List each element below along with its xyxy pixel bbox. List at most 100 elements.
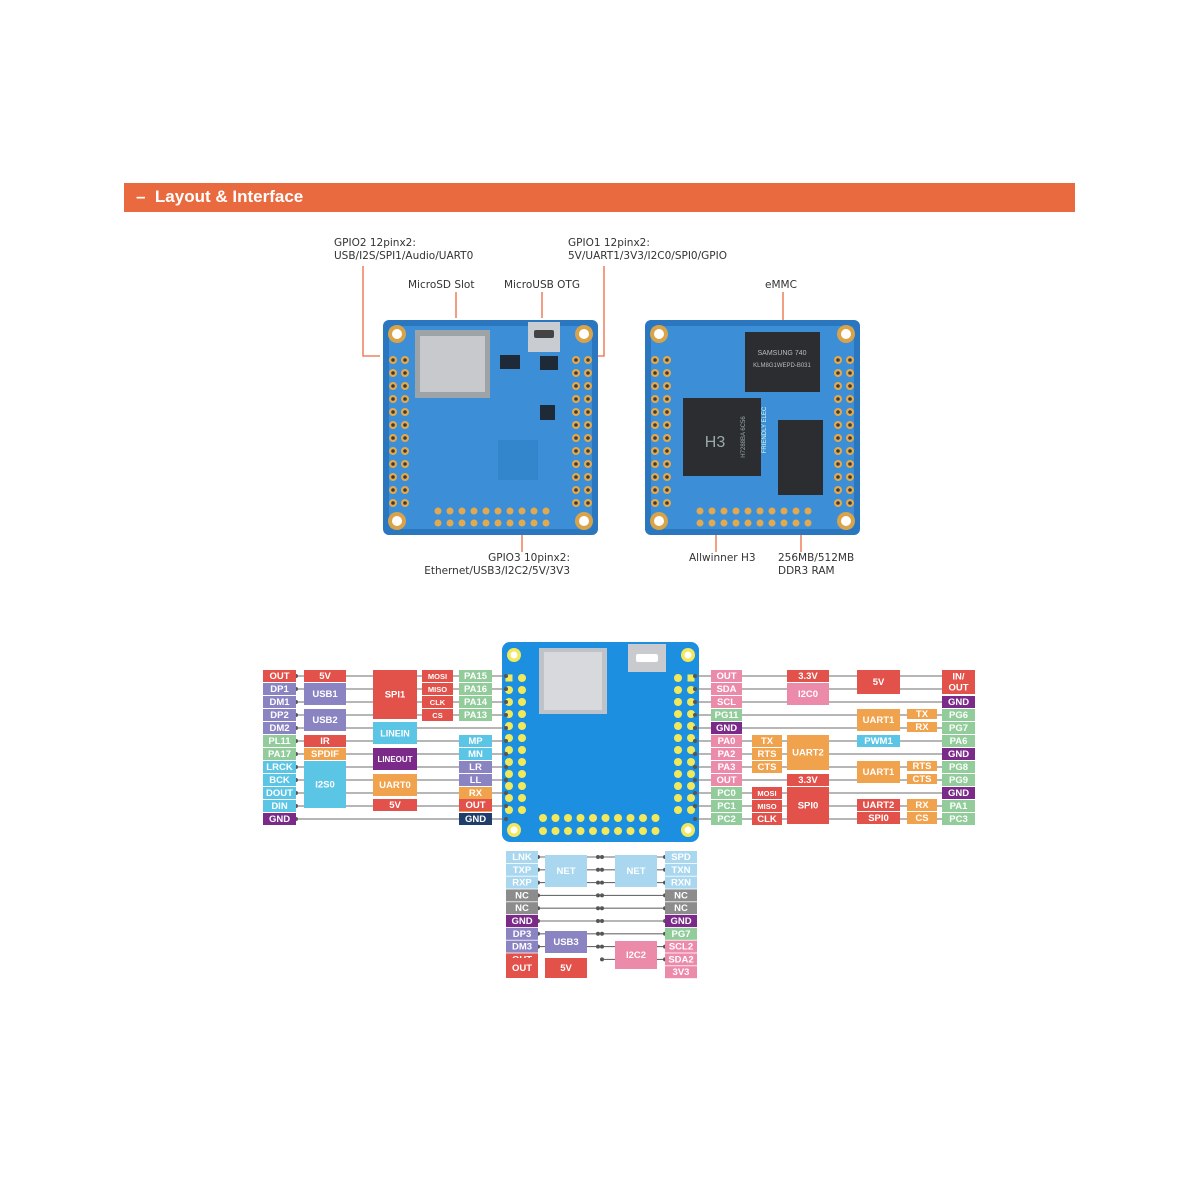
bottom-left-nc-3: NC [506, 889, 538, 902]
callout-gpio2: GPIO2 12pinx2:USB/I2S/SPI1/Audio/UART0 [334, 237, 474, 262]
left-pin-dp2-3: DP2 [263, 709, 296, 721]
right-edge-pa6-5: PA6 [942, 735, 975, 747]
left-pin-dm2-4: DM2 [263, 722, 296, 734]
left-pin-bck-8: BCK [263, 774, 296, 786]
bottom-left-lnk-0-label: LNK [512, 852, 532, 863]
emmc-chip [745, 332, 820, 392]
svg-text:IN/: IN/ [952, 672, 965, 683]
left-pin-pl11-5: PL11 [263, 735, 296, 747]
spi1-clk-label: CLK [430, 698, 446, 707]
right-in-out: IN/OUT [942, 670, 975, 694]
h3-soc-text: H3 [705, 434, 726, 451]
usb2-group-label: USB2 [312, 715, 337, 726]
right-mid-cts-7-label: CTS [758, 762, 777, 773]
uart1-group-a-label: UART1 [863, 715, 895, 726]
left-pin-dout-9-label: DOUT [266, 788, 293, 799]
emmc-chip-text-1: SAMSUNG 740 [757, 350, 806, 357]
usb1-group-label: USB1 [312, 689, 338, 700]
spi1-port-pa13: PA13 [459, 709, 492, 721]
left-right-mn-6-label: MN [468, 749, 483, 760]
left-fn-spdif-6-label: SPDIF [311, 749, 339, 760]
uart1-group-b-label: UART1 [863, 767, 895, 778]
usb3-group: USB3 [545, 931, 587, 953]
bottom-right-pg7-6: PG7 [665, 927, 697, 940]
bottom-right-3v3-9-label: 3V3 [673, 967, 690, 978]
net-group-left: NET [545, 855, 587, 887]
left-pin-gnd-11-label: GND [269, 814, 290, 825]
uart0-group: UART0 [373, 774, 417, 796]
brand-text: FRIENDLY ELEC [762, 406, 768, 453]
board-front-photo [383, 320, 598, 535]
linein-group: LINEIN [373, 722, 417, 744]
right-pin-pa0-5-label: PA0 [718, 736, 736, 747]
i2s0-group-label: I2S0 [315, 780, 335, 791]
spi0-group: SPI0 [787, 787, 829, 824]
bottom-right-pg7-6-label: PG7 [671, 929, 690, 940]
right-pin-pa3-7: PA3 [711, 761, 742, 773]
left-pin-pl11-5-label: PL11 [268, 736, 291, 747]
bottom-right-scl2-7-label: SCL2 [669, 942, 693, 953]
svg-text:OUT: OUT [948, 683, 968, 694]
left-right-gnd-11-label: GND [465, 814, 486, 825]
right-mid-mosi-9-label: MOSI [757, 789, 776, 798]
left-pin-pa17-6-label: PA17 [268, 749, 291, 760]
spi1-miso-label: MISO [428, 685, 447, 694]
right-3v3-8: 3.3V [787, 774, 829, 786]
spi1-miso: MISO [422, 683, 453, 695]
right-edge-pg6-3-label: PG6 [949, 710, 968, 721]
right-pin-out-8: OUT [711, 774, 742, 786]
right-pin-out-8-label: OUT [716, 775, 736, 786]
left-right-mn-6: MN [459, 748, 492, 760]
bottom-left-dm3-7-label: DM3 [512, 942, 532, 953]
right-pin-pa2-6: PA2 [711, 748, 742, 760]
lineout-group: LINEOUT [373, 748, 417, 770]
linein-group-label: LINEIN [380, 729, 410, 739]
usb3-group-label: USB3 [553, 937, 578, 948]
uart1-cts: CTS [907, 774, 937, 785]
bottom-right-gnd-5: GND [665, 915, 697, 927]
right-edge-pg7-4-label: PG7 [949, 723, 968, 734]
left-pin-dp1-1-label: DP1 [270, 684, 289, 695]
bottom-left-rxp-2-label: RXP [512, 878, 532, 889]
left-pin-din-10: DIN [263, 800, 296, 812]
bottom-left-txp-1: TXP [506, 863, 538, 876]
right-mid-rts-6: RTS [752, 748, 782, 760]
section-banner: – Layout & Interface [124, 183, 1075, 212]
spi1-port-pa15: PA15 [459, 670, 492, 682]
right-edge-pg9-8-label: PG9 [949, 775, 968, 786]
left-5v: 5V [373, 799, 417, 811]
left-fn-ir-5: IR [304, 735, 346, 747]
net-group-right: NET [615, 855, 657, 887]
right-pin-pc1-10: PC1 [711, 800, 742, 812]
right-edge-pa1-10: PA1 [942, 800, 975, 812]
right-edge-gnd-2-label: GND [948, 697, 969, 708]
spi0-cs-label: CS [915, 813, 928, 824]
callout-microusb: MicroUSB OTG [504, 279, 580, 291]
uart2-rx: RX [907, 799, 937, 811]
spi1-port-pa14: PA14 [459, 696, 492, 708]
bottom-left-out: OUT [506, 958, 538, 978]
right-mid-miso-10-label: MISO [757, 802, 776, 811]
spi0-group-b: SPI0 [857, 812, 900, 824]
right-edge-gnd-9-label: GND [948, 788, 969, 799]
bottom-right-sda2-8: SDA2 [665, 953, 697, 966]
uart2-group-b-label: UART2 [863, 800, 895, 811]
spi1-clk: CLK [422, 696, 453, 708]
pinout-board [502, 642, 699, 842]
uart1-tx-label: TX [916, 709, 929, 720]
right-edge-gnd-6-label: GND [948, 749, 969, 760]
right-pin-pc2-11: PC2 [711, 813, 742, 825]
h3-soc-chip [683, 398, 761, 476]
right-pin-gnd-4: GND [711, 722, 742, 734]
h3-soc-code: H7288BA 6C56 [741, 416, 747, 458]
right-mid-mosi-9: MOSI [752, 787, 782, 799]
bottom-left-dp3-6-label: DP3 [513, 929, 531, 940]
left-pin-out-0: OUT [263, 670, 296, 682]
left-pin-dm1-2: DM1 [263, 696, 296, 708]
lineout-group-label: LINEOUT [377, 755, 412, 764]
emmc-chip-text-2: KLM8G1WEPD-B031 [753, 363, 811, 369]
i2s0-group: I2S0 [304, 761, 346, 808]
